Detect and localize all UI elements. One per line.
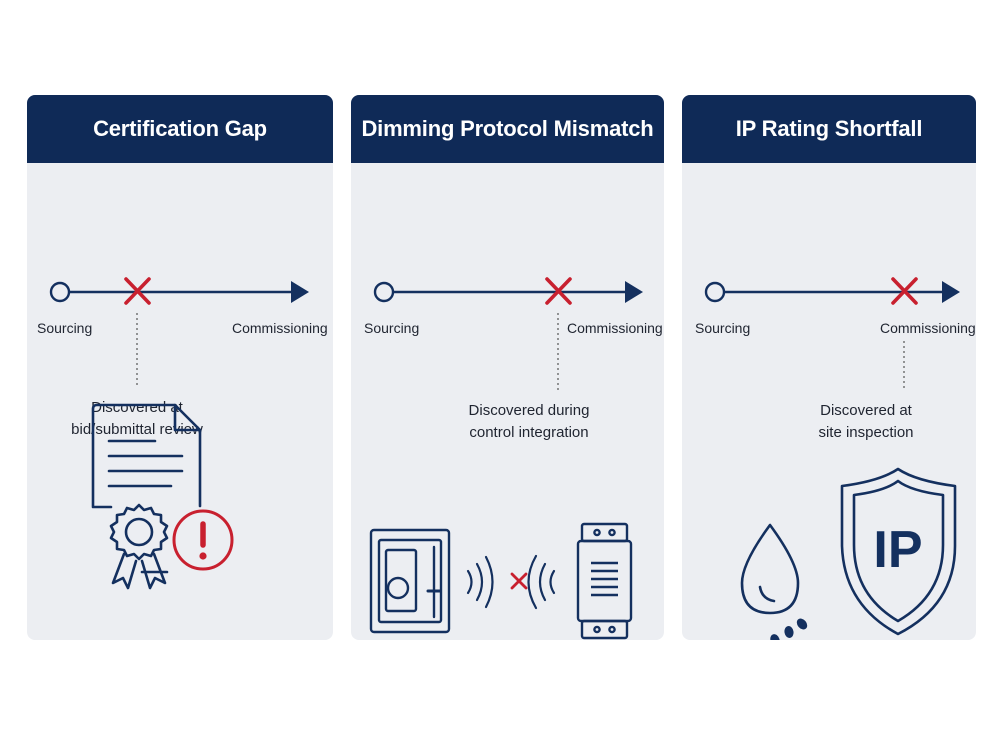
timeline-arrowhead	[942, 281, 960, 303]
card-body: Sourcing Commissioning Discovered at bid…	[27, 163, 333, 640]
discovery-note: Discovered during control integration	[469, 400, 590, 444]
water-splash-icon	[770, 618, 808, 640]
mismatch-x-icon	[510, 572, 528, 590]
document-outline	[91, 403, 202, 509]
failure-x-marker	[891, 277, 918, 305]
discovery-note-line1: Discovered at	[820, 402, 912, 419]
ip-shield-text: IP	[873, 521, 922, 579]
card-title: IP Rating Shortfall	[682, 95, 976, 163]
timeline-arrowhead	[625, 281, 643, 303]
warning-alert-icon	[172, 509, 234, 571]
ip-shield-icon	[840, 467, 957, 636]
discovery-note-line2: site inspection	[818, 424, 914, 441]
card-dimming-protocol-mismatch: Dimming Protocol Mismatch	[351, 95, 664, 640]
discovery-note-line2: control integration	[469, 424, 589, 441]
award-ribbon-icon	[109, 503, 169, 590]
failure-x-marker	[124, 277, 151, 305]
card-body: IP Sourcing Commissioning Discovered at …	[682, 163, 976, 640]
stage-end-label: Commissioning	[880, 320, 976, 336]
discovery-note-line2: bid/submittal review	[71, 421, 203, 438]
stage-start-label: Sourcing	[695, 320, 751, 336]
timeline-diagram: IP	[704, 277, 960, 640]
stage-start-label: Sourcing	[364, 320, 420, 336]
start-node	[373, 281, 395, 303]
card-title: Dimming Protocol Mismatch	[351, 95, 664, 163]
timeline-diagram	[369, 277, 643, 640]
signal-waves-left	[466, 555, 494, 609]
failure-x-marker	[545, 277, 572, 305]
card-title: Certification Gap	[27, 95, 333, 163]
discovery-note-line1: Discovered during	[468, 402, 590, 419]
discovery-note-line1: Discovered at	[91, 399, 183, 416]
document-fold	[173, 403, 202, 432]
discovery-note: Discovered at bid/submittal review	[71, 397, 203, 441]
discovery-note: Discovered at site inspection	[818, 400, 913, 444]
stage-start-label: Sourcing	[37, 320, 93, 336]
card-body: Sourcing Commissioning Discovered during…	[351, 163, 664, 640]
timeline-arrowhead	[291, 281, 309, 303]
water-drop-icon	[740, 523, 800, 615]
timeline-diagram	[49, 277, 309, 385]
driver-module-icon	[576, 522, 633, 640]
signal-waves-right	[527, 554, 556, 610]
stage-end-label: Commissioning	[232, 320, 328, 336]
dimmer-control-icon	[369, 528, 451, 634]
certificate-warning-icon	[91, 403, 234, 590]
stage-end-label: Commissioning	[567, 320, 663, 336]
card-ip-rating-shortfall: IP Rating Shortfall IP	[682, 95, 976, 640]
start-node	[704, 281, 726, 303]
